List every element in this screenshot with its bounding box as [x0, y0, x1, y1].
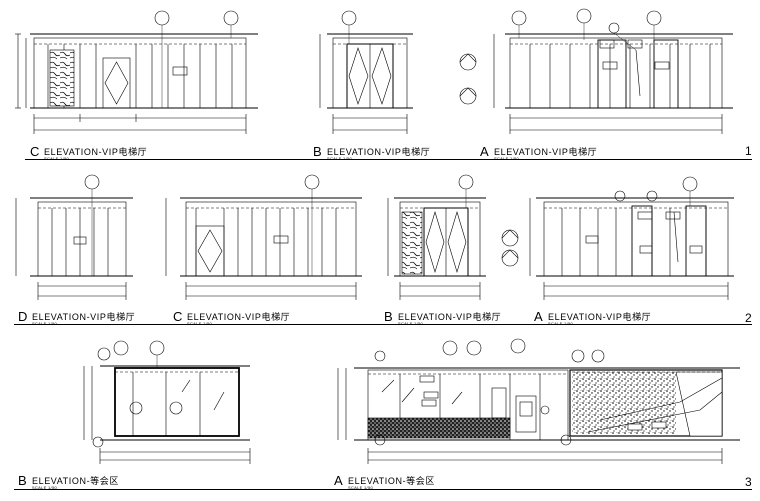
elevation-a-row3 [337, 338, 740, 464]
elevation-c-row1 [15, 10, 258, 134]
caption-letter: D [18, 309, 28, 324]
caption-scale: SCALE 1/50 [348, 485, 374, 490]
elevation-a-row2 [529, 176, 734, 300]
elevation-c-row2 [165, 174, 362, 300]
elevation-b-row3 [83, 340, 251, 464]
caption-scale: SCALE 1/50 [32, 485, 58, 490]
caption-scale: SCALE 1/50 [32, 321, 58, 326]
caption-scale: SCALE 1/50 [398, 321, 424, 326]
caption-letter: C [173, 309, 183, 324]
caption-scale: SCALE 1/50 [327, 156, 353, 161]
caption-letter: A [480, 144, 489, 159]
elevation-b-row1 [319, 10, 413, 134]
caption-title: ELEVATION-等会区 [348, 476, 435, 486]
caption-title: ELEVATION-VIP电梯厅 [187, 312, 291, 322]
divider-row3 [14, 489, 752, 490]
caption-letter: A [334, 473, 343, 488]
caption-title: ELEVATION-VIP电梯厅 [548, 312, 652, 322]
caption-title: ELEVATION-VIP电梯厅 [398, 312, 502, 322]
caption-title: ELEVATION-VIP电梯厅 [494, 147, 598, 157]
caption-scale: SCALE 1/50 [494, 156, 520, 161]
caption-scale: SCALE 1/50 [187, 321, 213, 326]
caption-letter: B [313, 144, 322, 159]
sheet-number-row3: 3 [745, 475, 752, 489]
caption-title: ELEVATION-等会区 [32, 476, 119, 486]
caption-letter: B [18, 473, 27, 488]
elevation-a-row1 [459, 8, 733, 134]
elevation-d-row2 [15, 174, 133, 300]
caption-letter: B [384, 309, 393, 324]
caption-title: ELEVATION-VIP电梯厅 [44, 147, 148, 157]
caption-title: ELEVATION-VIP电梯厅 [32, 312, 136, 322]
divider-row1 [25, 159, 752, 160]
caption-scale: SCALE 1/50 [548, 321, 574, 326]
divider-row2 [14, 324, 752, 325]
caption-scale: SCALE 1/50 [44, 156, 70, 161]
caption-letter: A [534, 309, 543, 324]
sheet-number-row1: 1 [745, 144, 752, 158]
caption-letter: C [30, 144, 40, 159]
elevation-b-row2 [387, 174, 519, 300]
caption-title: ELEVATION-VIP电梯厅 [327, 147, 431, 157]
sheet-number-row2: 2 [745, 311, 752, 325]
